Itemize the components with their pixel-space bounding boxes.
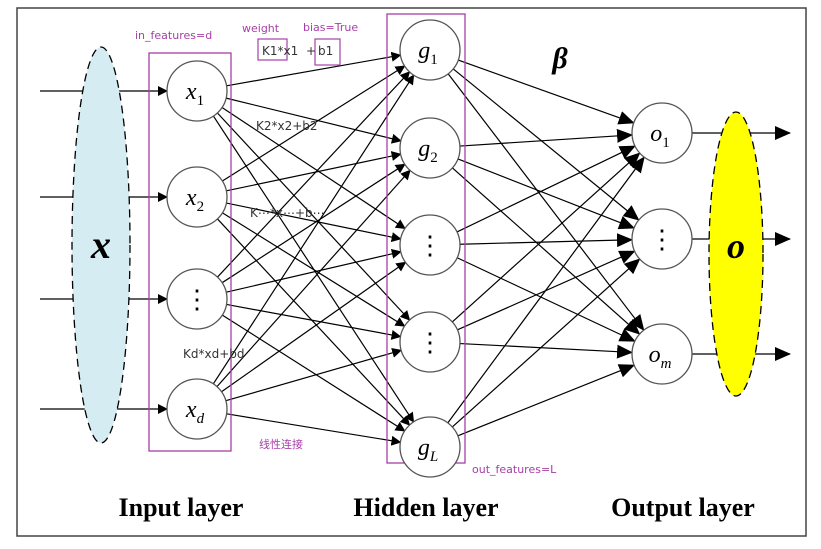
input-node: ⋮: [166, 268, 228, 330]
hidden-layer-label: Hidden layer: [353, 493, 498, 522]
node-circle: [631, 323, 693, 385]
edge-hidden-output: [456, 145, 636, 233]
node-circle: [166, 60, 228, 122]
linear-connection-annotation: 线性连接: [259, 437, 303, 451]
edge-input-hidden: [221, 261, 407, 393]
edge-input-hidden: [222, 212, 406, 327]
edge-input-hidden: [225, 97, 402, 144]
edge-input-hidden: [226, 248, 402, 293]
in-features-annotation: in_features=d: [135, 29, 212, 42]
term1-weight-text: K1*x1: [262, 44, 298, 58]
edge-input-hidden: [217, 218, 411, 426]
term3-text: K⋯*x⋯+b⋯: [250, 206, 325, 220]
out-features-annotation: out_features=L: [472, 463, 557, 476]
edge-input-hidden: [226, 51, 402, 87]
node-label: ⋮: [184, 285, 210, 314]
edge-hidden-output: [451, 152, 641, 323]
edge-hidden-output: [457, 158, 636, 230]
node-label: ⋮: [417, 328, 443, 357]
output-layer-label: Output layer: [611, 493, 755, 522]
term1-bias-text: b1: [318, 44, 333, 58]
edge-hidden-output: [459, 233, 634, 248]
edge-hidden-output: [447, 156, 645, 424]
term1-plus-text: +: [306, 44, 316, 58]
node-circle: [631, 208, 693, 270]
bias-annotation: bias=True: [303, 21, 358, 34]
edge-hidden-output: [457, 364, 636, 437]
edge-hidden-output: [447, 73, 645, 331]
output-vector-label: o: [727, 226, 745, 266]
node-circle: [166, 166, 228, 228]
node-label: ⋮: [649, 225, 675, 254]
node-circle: [631, 102, 693, 164]
hidden-node: ⋮: [399, 214, 461, 276]
hidden-node: ⋮: [399, 311, 461, 373]
edge-hidden-output: [451, 258, 641, 428]
input-node: x1: [166, 60, 228, 122]
output-node: ⋮: [631, 208, 693, 270]
edge-input-hidden: [226, 303, 402, 340]
output-node: om: [631, 323, 693, 385]
edge-hidden-output: [458, 59, 635, 125]
neuron-nodes: x1 x2 ⋮ xd g1 g2 ⋮ ⋮ gL o1 ⋮ om: [166, 19, 693, 478]
edge-hidden-output: [459, 128, 634, 147]
node-circle: [399, 117, 461, 179]
weight-annotation: weight: [242, 22, 280, 35]
edge-input-hidden: [222, 314, 406, 432]
input-node: xd: [166, 378, 228, 440]
bias-term-box: [314, 38, 341, 66]
input-vector-label: x: [90, 222, 111, 267]
edge-hidden-output: [459, 342, 634, 359]
termd-text: Kd*xd+bd: [183, 347, 245, 361]
node-circle: [166, 378, 228, 440]
edge-hidden-output: [452, 68, 640, 221]
input-features-box: [148, 52, 232, 452]
input-node: x2: [166, 166, 228, 228]
edge-input-hidden: [216, 169, 411, 388]
edge-input-hidden: [217, 71, 411, 278]
connection-lines: [40, 51, 791, 446]
hidden-node: g2: [399, 117, 461, 179]
hidden-node: gL: [399, 416, 461, 478]
beta-label: β: [551, 42, 568, 75]
edge-hidden-output: [452, 167, 641, 335]
output-vector-ellipse: [708, 111, 764, 397]
node-circle: [399, 416, 461, 478]
edge-input-hidden: [226, 151, 402, 192]
edge-input-hidden: [221, 163, 406, 284]
output-node: o1: [631, 102, 693, 164]
node-circle: [399, 214, 461, 276]
hidden-node: g1: [399, 19, 461, 81]
edge-hidden-output: [456, 257, 636, 342]
term2-text: K2*x2+b2: [256, 119, 318, 133]
weight-term-box: [257, 38, 288, 61]
input-layer-label: Input layer: [119, 493, 244, 522]
edge-input-hidden: [222, 65, 406, 182]
node-circle: [399, 19, 461, 81]
edge-input-hidden: [216, 112, 411, 321]
edge-input-hidden: [221, 107, 406, 230]
edge-input-hidden: [225, 347, 403, 402]
edge-input-hidden: [212, 74, 415, 385]
edge-input-hidden: [226, 202, 402, 243]
node-circle: [399, 311, 461, 373]
node-circle: [166, 268, 228, 330]
edge-input-hidden: [226, 413, 402, 446]
input-vector-ellipse: [71, 46, 131, 444]
node-label: ⋮: [417, 231, 443, 260]
